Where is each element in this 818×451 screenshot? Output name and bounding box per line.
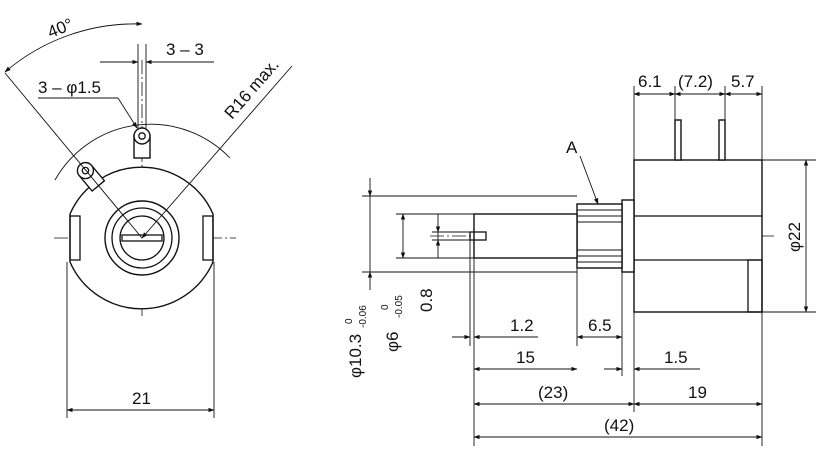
shaft-circle: [119, 215, 165, 261]
dia6-tol-upper: 0: [380, 304, 391, 310]
terminal-left: [674, 119, 682, 161]
dia6-label: φ6: [383, 332, 402, 352]
angle-extension-line: [4, 72, 143, 239]
mount-flange: [621, 199, 635, 273]
dia6-tol-lower: -0.05: [394, 295, 405, 318]
slot-width-label: 0.8: [417, 288, 436, 312]
pot-body: [633, 159, 763, 313]
shaft-len-label: 15: [516, 348, 535, 367]
front-total-label: (23): [538, 383, 568, 402]
shaft-slot-side: [469, 231, 487, 241]
bush-len-label: 6.5: [588, 316, 612, 335]
hole-leader: [117, 97, 138, 129]
top-dim-label-2: (7.2): [678, 72, 713, 91]
dia22-label: φ22: [785, 222, 804, 252]
top-dim-label-1: 6.1: [638, 72, 662, 91]
shaft: [473, 213, 578, 259]
top-dim-label-3: 5.7: [731, 72, 755, 91]
left-side-window: [69, 215, 81, 261]
right-side-window: [202, 215, 214, 261]
angle-dimension-arc: [4, 21, 143, 73]
center-terminal-lug: [133, 127, 151, 159]
callout-a-label: A: [566, 138, 578, 157]
slot-depth-label: 1.2: [510, 316, 534, 335]
dia103-tol-upper: 0: [344, 318, 355, 324]
hole-label: 3 – φ1.5: [38, 78, 101, 97]
terminal-right: [718, 119, 726, 161]
pitch-label: 3 – 3: [166, 40, 204, 59]
radius-leader: [141, 65, 293, 239]
bushing-inner-circle: [111, 207, 173, 269]
width-label: 21: [132, 389, 151, 408]
threaded-bushing: [576, 203, 623, 269]
dia103-tol-lower: -0.06: [358, 305, 369, 328]
body-len-label: 19: [688, 383, 707, 402]
bushing-thread-lines: [577, 209, 622, 263]
side-view: A 6.1 (7.2) 5.7 φ22 φ10.3 0 -0.06 φ6 0 -…: [344, 72, 816, 446]
body-side-window: [747, 259, 763, 313]
front-view: R16 max. 40° 3 – 3 3 – φ1.5 21: [4, 15, 293, 418]
dia103-label: φ10.3: [346, 334, 365, 378]
overall-label: (42): [604, 416, 634, 435]
flange-label: 1.5: [664, 348, 688, 367]
callout-a-leader: [579, 155, 599, 205]
angle-label: 40°: [45, 15, 76, 42]
